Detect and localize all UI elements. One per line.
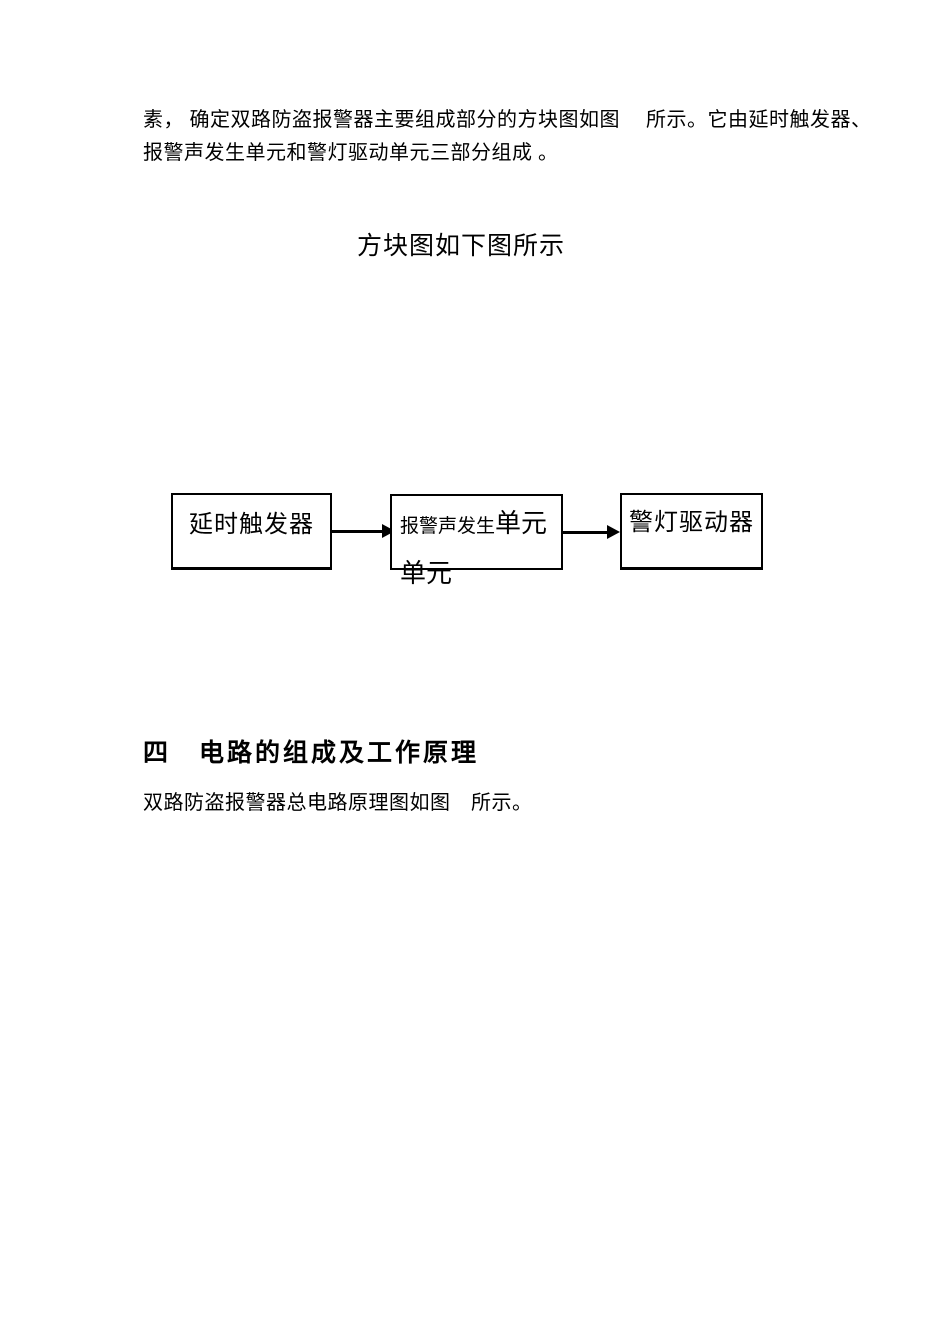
flow-box-alarm-sound-unit: 报警声发生 单元 单元: [390, 494, 563, 588]
arrow-head-right-icon: [607, 525, 620, 539]
arrow-shaft: [562, 530, 609, 534]
flow-arrow-1: [331, 523, 395, 539]
flow-arrow-2: [562, 524, 620, 540]
alarm-sound-label-large: 单元: [495, 509, 548, 538]
section-heading: 四 电路的组成及工作原理: [143, 740, 480, 767]
diagram-caption: 方块图如下图所示: [357, 233, 566, 260]
arrow-shaft: [331, 529, 384, 533]
flow-box-delay-trigger-label: 延时触发器: [189, 512, 314, 538]
intro-paragraph-line-2: 报警声发生单元和警灯驱动单元三部分组成 。: [143, 142, 559, 164]
flow-box-warning-light-driver-label: 警灯驱动器: [629, 510, 754, 536]
section-paragraph: 双路防盗报警器总电路原理图如图 所示。: [143, 792, 533, 814]
flow-box-alarm-sound-unit-label: 报警声发生 单元: [400, 503, 561, 540]
flow-box-warning-light-driver: 警灯驱动器: [620, 493, 763, 570]
alarm-sound-overflow-label: 单元: [400, 559, 453, 588]
intro-paragraph-line-1: 素， 确定双路防盗报警器主要组成部分的方块图如图 所示。它由延时触发器、: [143, 109, 872, 131]
flow-box-delay-trigger: 延时触发器: [171, 493, 332, 570]
alarm-sound-label-small: 报警声发生: [400, 516, 496, 537]
intro-paragraph: 素， 确定双路防盗报警器主要组成部分的方块图如图 所示。它由延时触发器、 报警声…: [143, 104, 933, 170]
